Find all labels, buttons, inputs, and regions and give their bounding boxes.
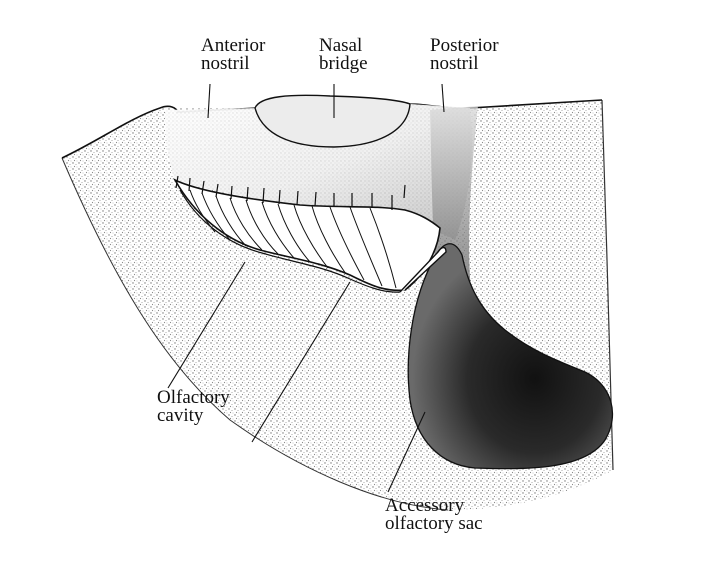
label-olfactory-cavity-line1: Olfactory: [157, 387, 230, 408]
label-anterior-nostril-line2: nostril: [201, 53, 250, 74]
label-olfactory-cavity: Olfactory cavity: [157, 387, 230, 426]
label-nasal-bridge: Nasal bridge: [319, 35, 368, 74]
leader-lines: [167, 83, 445, 493]
tissue-lower-edge: [61, 157, 449, 511]
label-nasal-bridge-line2: bridge: [319, 53, 368, 74]
leader-posterior-nostril: [441, 83, 445, 113]
label-anterior-nostril: Anterior nostril: [201, 35, 266, 74]
label-posterior-nostril: Posterior nostril: [430, 35, 499, 74]
label-accessory-olfactory-sac: Accessory olfactory sac: [385, 495, 483, 534]
olfactory-cavity: [173, 178, 441, 292]
label-accessory-olfactory-sac-line2: olfactory sac: [385, 513, 483, 534]
label-posterior-nostril-line2: nostril: [430, 53, 479, 74]
cavity-tip: [399, 246, 447, 293]
label-nasal-bridge-line1: Nasal: [319, 35, 363, 56]
label-accessory-olfactory-sac-line1: Accessory: [385, 495, 465, 516]
label-olfactory-cavity-line2: cavity: [157, 405, 204, 426]
leader-accessory-sac: [387, 411, 426, 493]
label-anterior-nostril-line1: Anterior: [201, 35, 266, 56]
nasal-bridge-shape: [254, 94, 411, 148]
leader-olfactory-cavity-2: [251, 281, 351, 443]
olfactory-lamellae: [189, 189, 397, 289]
leader-olfactory-cavity-1: [167, 261, 246, 389]
label-posterior-nostril-line1: Posterior: [430, 35, 499, 56]
leader-anterior-nostril: [207, 83, 211, 119]
rim-teeth: [175, 175, 406, 210]
accessory-olfactory-sac: [407, 243, 614, 470]
